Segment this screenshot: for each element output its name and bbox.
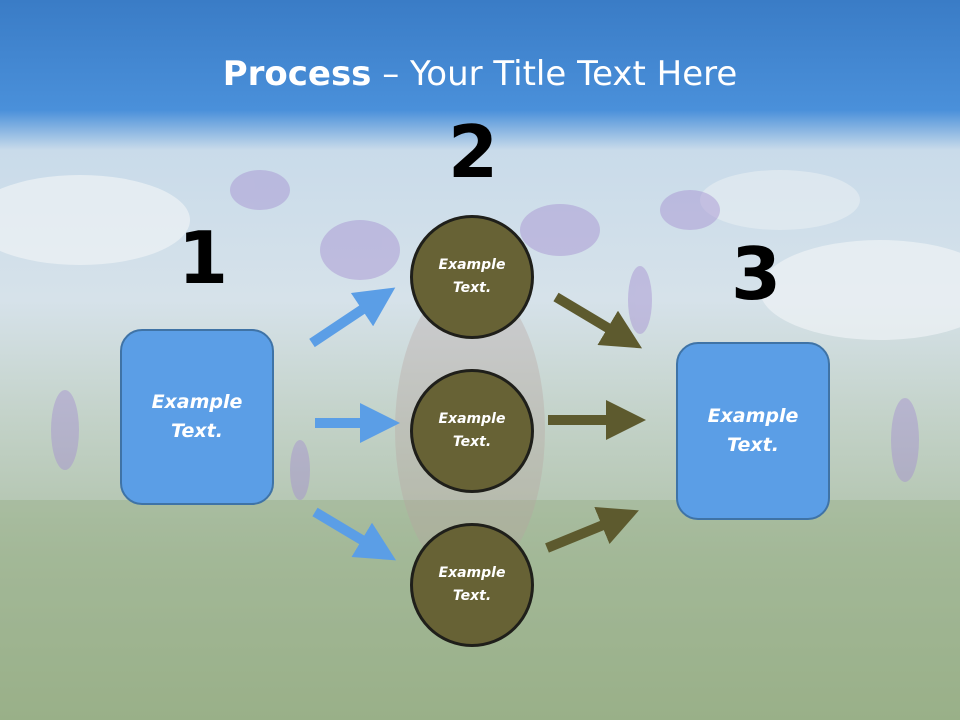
- circle-bottom-text: Example Text.: [438, 565, 506, 604]
- title-bold: Process: [222, 54, 372, 94]
- circle-middle-text: Example Text.: [438, 411, 506, 450]
- title-rest: – Your Title Text Here: [371, 54, 738, 94]
- circle-top: Example Text.: [410, 215, 534, 339]
- circle-top-text: Example Text.: [438, 257, 506, 296]
- left-process-box: Example Text.: [120, 329, 274, 505]
- step-number-2: 2: [448, 110, 499, 194]
- slide-title: Process – Your Title Text Here: [0, 52, 960, 96]
- right-process-box: Example Text.: [676, 342, 830, 520]
- right-box-text: Example Text.: [707, 405, 799, 456]
- arrow-left-down: [312, 507, 397, 561]
- step-number-3: 3: [731, 232, 782, 316]
- arrow-right-down: [545, 507, 639, 553]
- circle-middle: Example Text.: [410, 369, 534, 493]
- step-number-1: 1: [178, 216, 229, 300]
- circle-bottom: Example Text.: [410, 523, 534, 647]
- arrow-right-up: [553, 292, 643, 349]
- arrow-left-up: [309, 287, 396, 348]
- left-box-text: Example Text.: [151, 391, 243, 442]
